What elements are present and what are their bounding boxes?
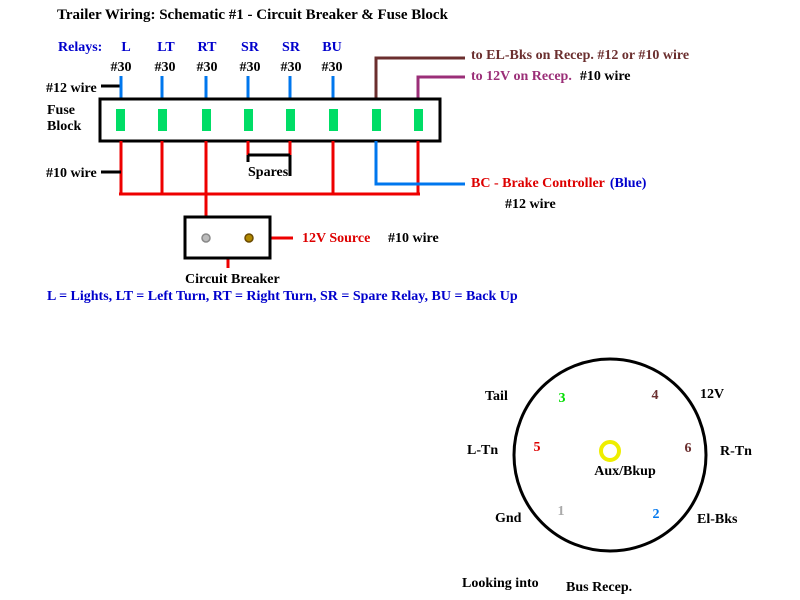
relay-name-l: L: [121, 40, 130, 55]
fuse: [202, 109, 211, 131]
receptacle-outline: [512, 357, 708, 553]
diagram-title: Trailer Wiring: Schematic #1 - Circuit B…: [57, 7, 449, 23]
fuses: [116, 109, 423, 131]
brake-controller-label-color: (Blue): [610, 176, 647, 191]
fuse: [286, 109, 295, 131]
wire-10-label: #10 wire: [46, 166, 97, 181]
fuse: [244, 109, 253, 131]
relay-wire-sr-2: #30: [281, 60, 302, 75]
pin-label-right-turn: R-Tn: [720, 444, 752, 459]
pin-label-tail: Tail: [485, 389, 508, 404]
brake-controller-gauge: #12 wire: [505, 197, 556, 212]
el-bks-label: to EL-Bks on Recep. #12 or #10 wire: [471, 48, 689, 63]
red-bus-wires: [119, 141, 420, 268]
relay-wire-rt: #30: [197, 60, 218, 75]
fuse: [116, 109, 125, 131]
pin-number-4: 4: [652, 388, 659, 403]
relay-legend: L = Lights, LT = Left Turn, RT = Right T…: [47, 289, 518, 304]
relay-labels: L LT RT SR SR BU #30 #30 #30 #30 #30 #30: [111, 40, 343, 75]
relay-name-bu: BU: [322, 40, 341, 55]
relay-name-sr-1: SR: [241, 40, 260, 55]
pin-number-2: 2: [653, 507, 660, 522]
pin-number-6: 6: [685, 441, 692, 456]
relay-name-sr-2: SR: [282, 40, 301, 55]
pin-number-3: 3: [559, 391, 566, 406]
receptacle-caption-left: Looking into: [462, 576, 539, 591]
brake-controller-label-main: BC - Brake Controller: [471, 176, 605, 191]
twelve-volt-label: to 12V on Recep. #10 wire: [471, 69, 631, 84]
receptacle-caption-right: Bus Recep.: [566, 580, 632, 595]
relays-label: Relays:: [58, 40, 102, 55]
circuit-breaker-label: Circuit Breaker: [185, 272, 280, 287]
relay-wire-l: #30: [111, 60, 132, 75]
source-gauge: #10 wire: [388, 231, 439, 246]
circuit-breaker-box: [183, 215, 272, 260]
fuse: [414, 109, 423, 131]
fuse-label-line2: Block: [47, 119, 81, 134]
relay-name-lt: LT: [157, 40, 175, 55]
pin-label-ground: Gnd: [495, 511, 522, 526]
fuse-block: [98, 97, 442, 143]
pin-number-5: 5: [534, 440, 541, 455]
relay-wire-sr-1: #30: [240, 60, 261, 75]
aux-pin-icon: [599, 440, 621, 462]
receptacle-pin-labels: Tail 12V L-Tn R-Tn Gnd El-Bks: [467, 387, 752, 527]
breaker-terminal-out: [244, 233, 254, 243]
spares-label: Spares: [248, 165, 289, 180]
fuse: [158, 109, 167, 131]
twelve-volt-label-gauge: #10 wire: [580, 69, 631, 84]
brake-controller-label: BC - Brake Controller (Blue): [471, 176, 647, 191]
pin-label-el-bks: El-Bks: [697, 512, 738, 527]
source-label: 12V Source: [302, 231, 370, 246]
fuse: [329, 109, 338, 131]
brake-controller-wire: [374, 141, 465, 186]
pin-number-1: 1: [558, 504, 565, 519]
relay-name-rt: RT: [198, 40, 218, 55]
relay-wire-bu: #30: [322, 60, 343, 75]
relay-wire-lt: #30: [155, 60, 176, 75]
twelve-volt-label-main: to 12V on Recep.: [471, 69, 572, 84]
el-bks-wire: [374, 56, 465, 108]
wire-12-label: #12 wire: [46, 81, 97, 96]
pin-label-left-turn: L-Tn: [467, 443, 498, 458]
aux-label: Aux/Bkup: [594, 464, 656, 479]
pin-label-12v: 12V: [700, 387, 724, 402]
fuse: [372, 109, 381, 131]
relay-wires: [119, 76, 335, 108]
receptacle-pins: 3 4 5 6 1 2: [534, 388, 692, 522]
breaker-terminal-in: [201, 233, 211, 243]
fuse-label-line1: Fuse: [47, 103, 75, 118]
